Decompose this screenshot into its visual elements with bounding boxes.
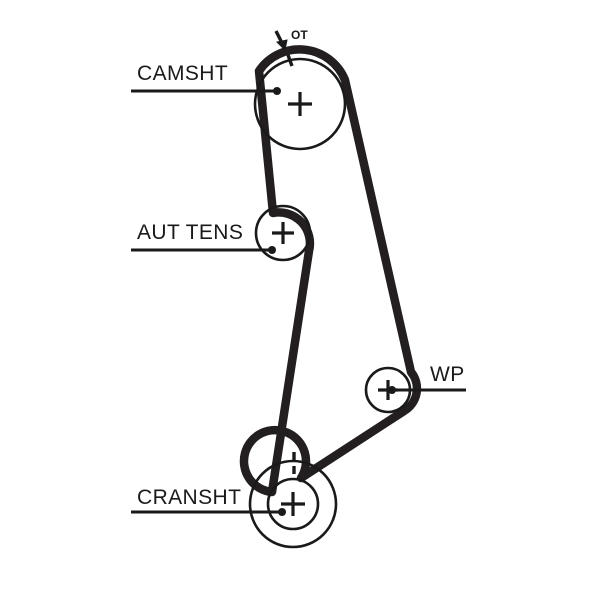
label-camshaft: CAMSHT <box>137 62 228 85</box>
tensioner-leader-dot <box>268 246 276 254</box>
leader-lines-group <box>131 87 466 516</box>
pulley-crankshaft <box>248 452 338 549</box>
camshaft-pulley-circle <box>253 57 347 151</box>
crankshaft-outer-circle <box>248 459 338 549</box>
crankshaft-leader-dot <box>278 508 286 516</box>
camshaft-center-cross <box>288 92 312 116</box>
tensioner-center-cross <box>272 222 294 244</box>
ot-tick-mark <box>286 54 294 67</box>
pulley-camshaft <box>253 57 347 151</box>
label-water-pump: WP <box>430 363 465 386</box>
timing-belt-path <box>239 45 422 497</box>
label-crankshaft: CRANSHT <box>137 486 241 509</box>
tensioner-pulley-circle <box>254 204 312 262</box>
pulley-auto-tensioner <box>254 204 312 262</box>
water-pump-leader-dot <box>388 386 396 394</box>
label-auto-tensioner: AUT TENS <box>137 221 243 244</box>
ot-label: OT <box>291 28 308 42</box>
crankshaft-inner-circle <box>266 477 320 531</box>
crankshaft-center-cross <box>281 492 305 516</box>
ot-timing-marker <box>274 30 294 67</box>
ot-arrow-head <box>275 39 288 52</box>
belt-group <box>239 45 422 497</box>
camshaft-leader-dot <box>273 87 281 95</box>
